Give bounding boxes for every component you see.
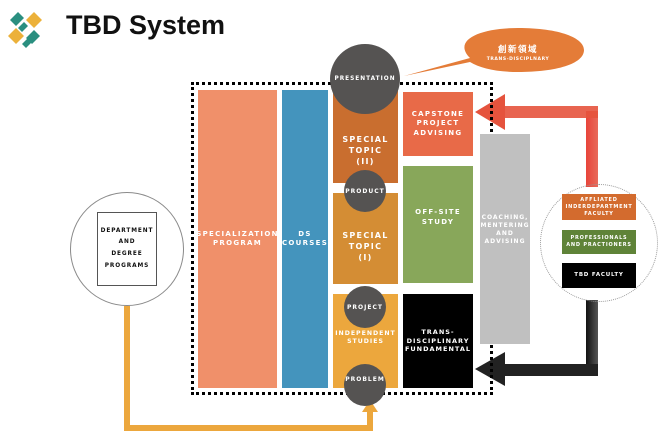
coaching-mentoring-block: COACHING, MENTERING AND ADVISING [480,134,530,344]
department-circle [70,192,184,306]
aff-line1: AFFLIATED [580,196,618,203]
black-arrow-vertical [586,300,598,370]
ind-line1: INDEPENDENT [335,329,396,337]
project-node: PROJECT [344,286,386,328]
affiliated-faculty-block: AFFLIATED INDERDEPARTMENT FACULTY [562,194,636,220]
yellow-arrow-head [362,400,378,412]
ds-courses-label: DS COURSES [281,229,329,247]
cap-line2: PROJECT [416,119,460,128]
professionals-block: PROFESSIONALS AND PRACTIONERS [562,230,636,254]
off-line2: STUDY [421,217,455,226]
trans-disciplinary-fundamental-block: TRANS- DISCIPLINARY FUNDAMENTAL [403,294,473,388]
coach-line4: ADVISING [484,238,526,246]
off-site-study-block: OFF-SITE STUDY [403,166,473,283]
capstone-project-advising-block: CAPSTONE PROJECT ADVISING [403,92,473,156]
tbd-logo-icon [8,12,42,48]
presentation-node: PRESENTATION [330,44,400,114]
cap-line3: ADVISING [413,128,463,137]
callout-en: TRANS-DISCIPLNARY [486,57,550,62]
off-line1: OFF-SITE [415,208,461,217]
coach-line1: COACHING, [481,213,529,221]
coach-line2: MENTERING [480,221,530,229]
ds-courses-block: DS COURSES [282,90,328,388]
aff-line3: FACULTY [584,210,614,217]
cap-line1: CAPSTONE [411,109,465,118]
dept-line2: AND [118,239,136,246]
coach-line3: AND [496,230,514,237]
department-programs-box: DEPARTMENT AND DEGREE PROGRAMS [97,212,157,286]
dept-line1: DEPARTMENT [100,227,154,234]
dept-line3: DEGREE [111,251,143,257]
st1-line1: SPECIAL [342,231,389,241]
callout-bubble [404,28,584,76]
st2-line2: TOPIC [348,146,383,156]
specialization-program-block: SPECIALIZATION PROGRAM [196,90,277,388]
problem-node: PROBLEM [344,364,386,406]
red-arrow-vertical [586,111,598,187]
tdf-line1: TRANS- [421,327,455,336]
callout-text: 創新領域 TRANS-DISCIPLNARY [470,43,566,62]
faculty-circle [540,184,658,302]
callout-zh: 創新領域 [497,45,538,55]
red-arrow-horizontal [500,106,598,118]
yellow-connector [124,306,373,431]
st2-line3: (II) [356,156,375,166]
page-title: TBD System [66,10,226,40]
tbd-faculty-block: TBD FACULTY [562,263,636,288]
black-arrow-horizontal [500,364,598,376]
pro-line2: AND PRACTIONERS [566,242,632,248]
tdf-line2: DISCIPLINARY [406,336,470,345]
tdf-line3: FUNDAMENTAL [404,345,472,354]
dept-line4: PROGRAMS [104,262,150,269]
st1-line2: TOPIC [348,242,383,252]
ind-line2: STUDIES [347,338,384,345]
st2-line1: SPECIAL [342,135,389,145]
st1-line3: (I) [358,252,373,262]
aff-line2: INDERDEPARTMENT [565,203,633,210]
product-node: PRODUCT [344,170,386,212]
pro-line1: PROFESSIONALS [570,235,628,241]
